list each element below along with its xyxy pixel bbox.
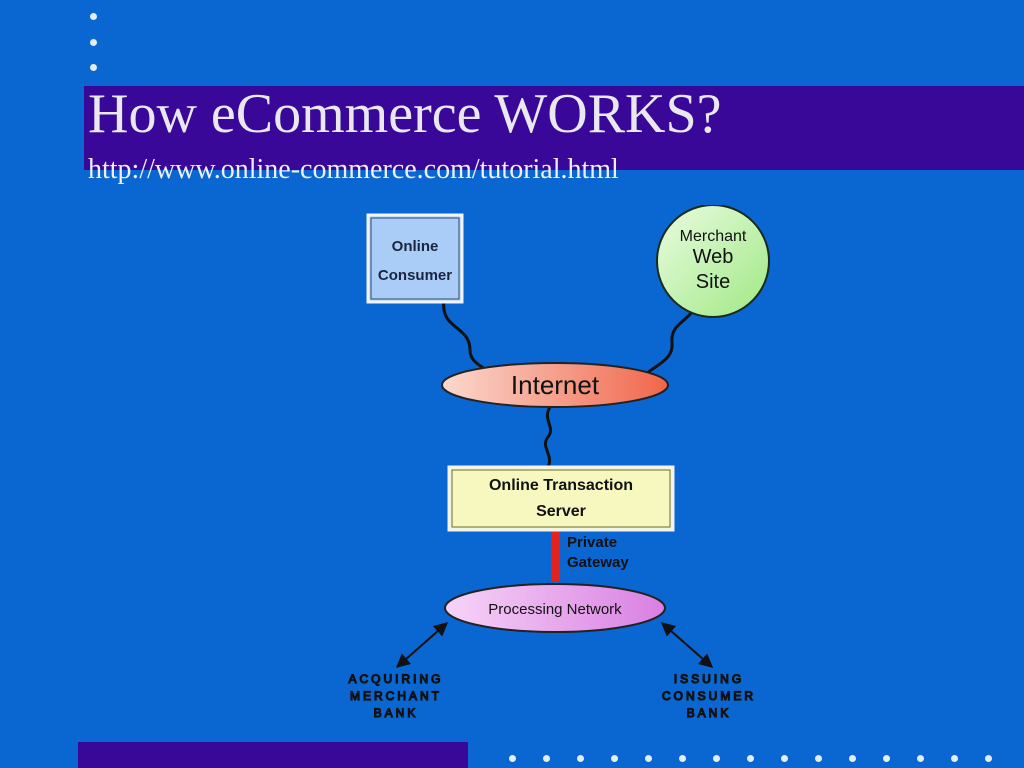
connector-consumer-internet	[442, 299, 494, 378]
issuing-bank-node: ISSUING CONSUMER BANK	[661, 671, 756, 720]
consumer-label-line1: Online	[392, 238, 439, 255]
consumer-label-line2: Consumer	[378, 267, 452, 284]
issuing-label-line1: ISSUING	[674, 672, 744, 686]
transaction-server-node: Online Transaction Server	[447, 465, 675, 532]
merchant-label-line3: Site	[696, 271, 730, 293]
bullet-dot	[611, 755, 618, 762]
issuing-label-line3: BANK	[687, 706, 732, 720]
bullet-dot	[883, 755, 890, 762]
bullet-dot	[90, 39, 97, 46]
bullet-dot	[985, 755, 992, 762]
issuing-label-line2: CONSUMER	[662, 689, 756, 703]
bullet-dot	[917, 755, 924, 762]
bullet-dot	[781, 755, 788, 762]
merchant-web-site-node: Merchant Web Site	[656, 205, 770, 318]
bullet-dot	[645, 755, 652, 762]
bullet-dot	[509, 755, 516, 762]
bullet-dot	[543, 755, 550, 762]
connector-merchant-internet	[643, 304, 698, 377]
merchant-label-line2: Web	[693, 246, 734, 268]
ecommerce-flow-diagram: Online Consumer Merchant Web Site Intern…	[348, 205, 770, 721]
merchant-label-line1: Merchant	[680, 228, 747, 245]
arrow-issuing-bank	[660, 622, 714, 668]
connector-internet-server	[543, 406, 553, 468]
online-consumer-node: Online Consumer	[366, 213, 464, 304]
bullet-dot	[90, 64, 97, 71]
processing-network-label: Processing Network	[488, 601, 622, 618]
slide-url: http://www.online-commerce.com/tutorial.…	[88, 154, 619, 185]
bullet-dot	[849, 755, 856, 762]
arrow-acquiring-bank	[395, 622, 449, 668]
bullet-dot	[713, 755, 720, 762]
footer-band	[78, 742, 468, 768]
processing-network-node: Processing Network	[444, 583, 666, 633]
private-gateway-line	[551, 529, 560, 581]
bullet-dot	[951, 755, 958, 762]
bullet-dot	[90, 13, 97, 20]
bullet-dot	[747, 755, 754, 762]
server-label-line2: Server	[536, 503, 586, 520]
gateway-label-line1: Private	[567, 534, 617, 551]
server-label-line1: Online Transaction	[489, 477, 633, 494]
acquiring-bank-node: ACQUIRING MERCHANT BANK	[348, 671, 443, 720]
acquiring-label-line3: BANK	[374, 706, 419, 720]
acquiring-label-line2: MERCHANT	[350, 689, 442, 703]
gateway-label-line2: Gateway	[567, 554, 629, 571]
bullet-dot	[679, 755, 686, 762]
internet-label: Internet	[511, 370, 600, 400]
acquiring-label-line1: ACQUIRING	[348, 672, 443, 686]
title-band	[84, 86, 1024, 170]
bullet-dot	[815, 755, 822, 762]
bullet-dot	[577, 755, 584, 762]
internet-node: Internet	[441, 362, 669, 408]
slide-title: How eCommerce WORKS?	[88, 83, 722, 145]
